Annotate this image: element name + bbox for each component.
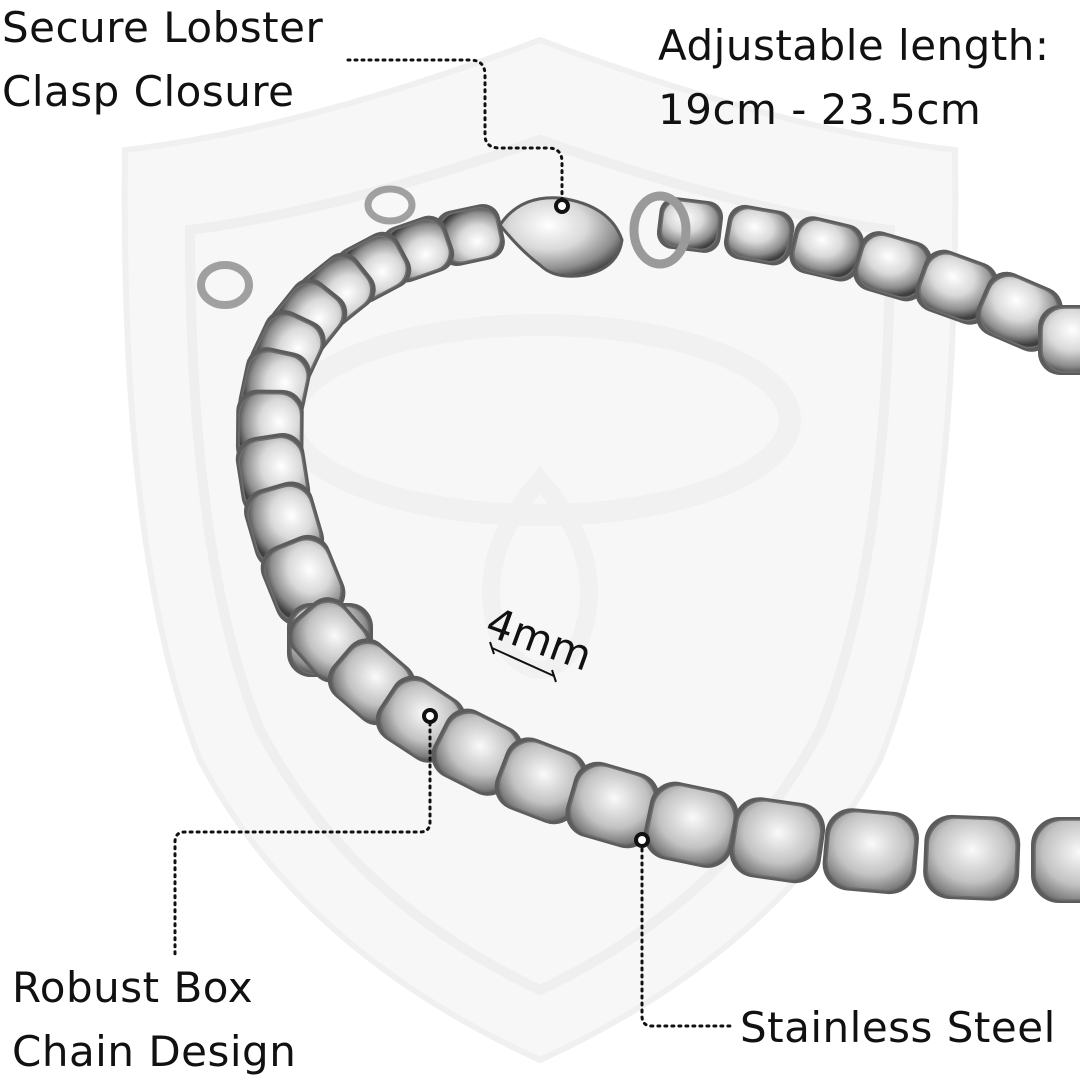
chain-link: [789, 216, 865, 282]
design-label-line1: Robust Box: [12, 963, 254, 1012]
chain-link: [565, 761, 660, 849]
steel-callout-line: [640, 840, 736, 1028]
design-callout-dot-icon: [422, 708, 438, 724]
chain-link: [853, 231, 932, 302]
clasp-label: Secure Lobster Clasp Closure: [2, 0, 323, 124]
clasp-callout-line: [346, 58, 564, 205]
shield-watermark-icon: [121, 36, 959, 1064]
length-label: Adjustable length: 19cm - 23.5cm: [658, 14, 1050, 142]
steel-callout-dot-icon: [634, 832, 650, 848]
chain-link: [494, 737, 588, 825]
chain-link: [643, 781, 739, 868]
width-dimension-marker: [489, 641, 557, 683]
material-label: Stainless Steel: [740, 1003, 1056, 1052]
clasp-label-line1: Secure Lobster: [2, 3, 324, 52]
callout-dots: [422, 198, 650, 848]
design-label-line2: Chain Design: [12, 1027, 297, 1076]
chain-link: [1031, 817, 1080, 903]
clasp-callout-dot-icon: [554, 198, 570, 214]
chain-link: [1038, 305, 1080, 375]
lobster-clasp-icon: [197, 185, 691, 309]
chain-link: [915, 249, 999, 325]
design-label: Robust Box Chain Design: [12, 956, 296, 1080]
chain-link: [723, 204, 795, 266]
design-callout-line: [173, 714, 432, 957]
callout-lines: [173, 58, 736, 1028]
clasp-label-line2: Clasp Closure: [2, 67, 295, 116]
box-chain: [235, 197, 1080, 903]
length-label-line2: 19cm - 23.5cm: [658, 85, 982, 134]
length-label-line1: Adjustable length:: [658, 21, 1050, 70]
chain-link: [822, 808, 919, 895]
chain-link: [923, 814, 1021, 901]
chain-link: [729, 797, 826, 884]
